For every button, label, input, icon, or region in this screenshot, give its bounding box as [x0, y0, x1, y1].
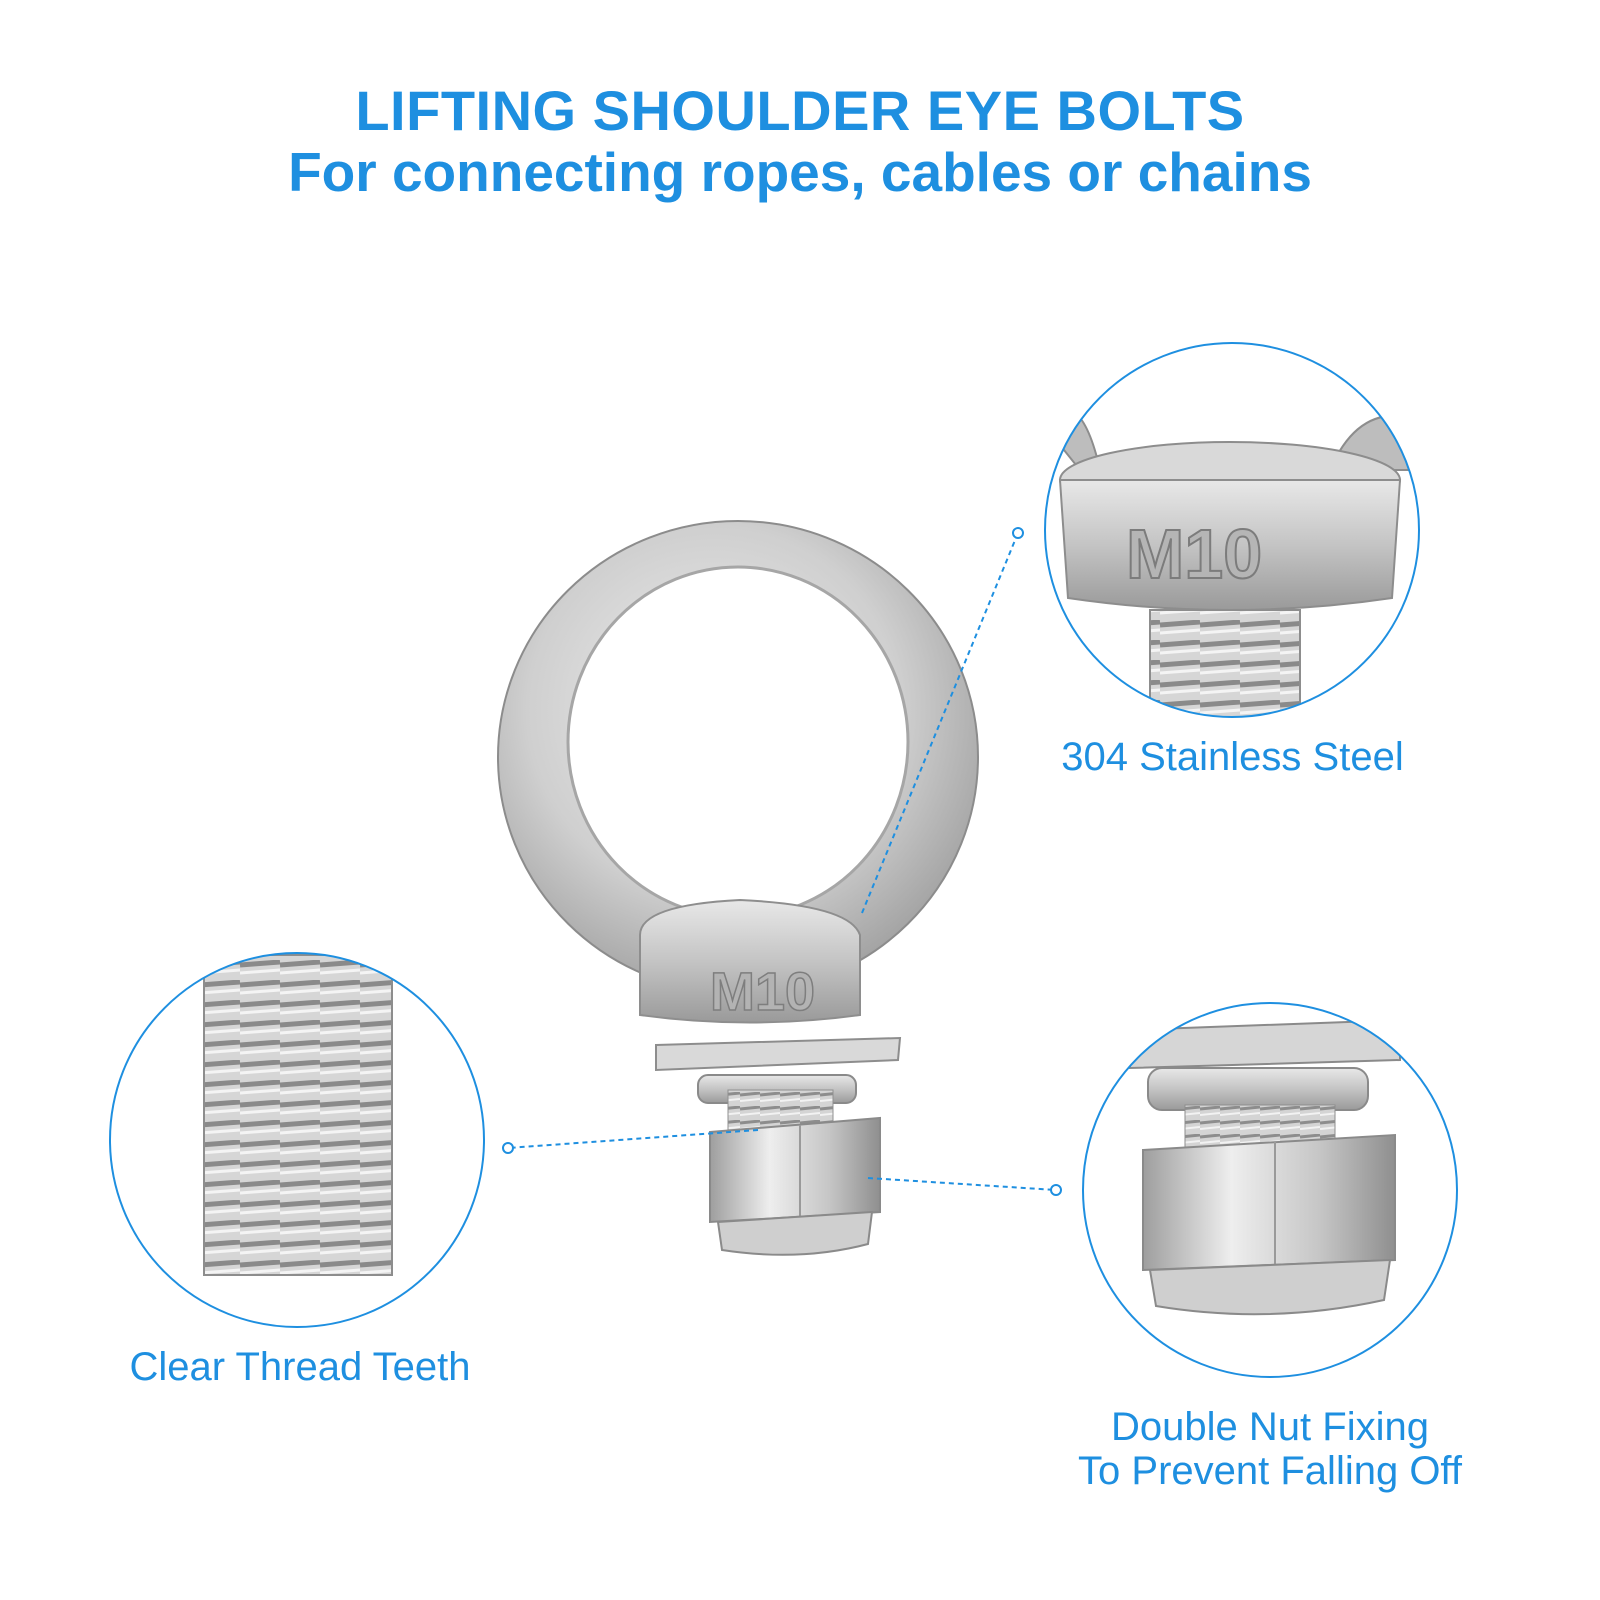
callout-thread: Clear Thread Teeth [129, 1345, 471, 1389]
detail-circle-material-border [1044, 342, 1420, 718]
collar-marking: M10 [710, 962, 815, 1022]
callout-nut-line1: Double Nut Fixing [1111, 1405, 1429, 1449]
leader-line-material [861, 532, 1019, 914]
bolt-ring-hole [566, 565, 910, 919]
detail-circle-material: M10 [1044, 342, 1420, 718]
leader-line-nut [867, 1177, 1057, 1191]
detail-collar-marking: M10 [1126, 515, 1262, 593]
nylon-insert-ring [716, 1210, 874, 1256]
page-title: LIFTING SHOULDER EYE BOLTS [355, 79, 1245, 142]
leader-dot-thread [502, 1142, 514, 1154]
leader-dot-nut [1050, 1184, 1062, 1196]
leader-line-thread [507, 1129, 759, 1149]
callout-nut-line2: To Prevent Falling Off [1078, 1449, 1462, 1493]
detail-washer [1129, 1018, 1401, 1070]
detail-thread-rod [203, 954, 393, 1276]
leader-dot-material [1012, 527, 1024, 539]
leader-lines [507, 532, 1057, 1191]
detail-hex-nut [1142, 1133, 1396, 1272]
detail-circle-nut [1082, 1002, 1458, 1378]
flat-washer [655, 1036, 902, 1072]
detail-thread-top [1149, 609, 1301, 717]
eye-bolt-main: M10 [497, 520, 979, 1256]
detail-spring-washer [1147, 1067, 1369, 1111]
detail-circle-thread [109, 952, 485, 1328]
detail-circle-thread-border [109, 952, 485, 1328]
detail-nylon-ring [1148, 1258, 1392, 1316]
page-subtitle: For connecting ropes, cables or chains [288, 141, 1312, 203]
detail-circle-nut-border [1082, 1002, 1458, 1378]
hex-nut [709, 1116, 881, 1224]
bolt-collar [639, 898, 861, 1024]
callout-material: 304 Stainless Steel [1061, 735, 1404, 779]
leader-dots [502, 527, 1062, 1196]
